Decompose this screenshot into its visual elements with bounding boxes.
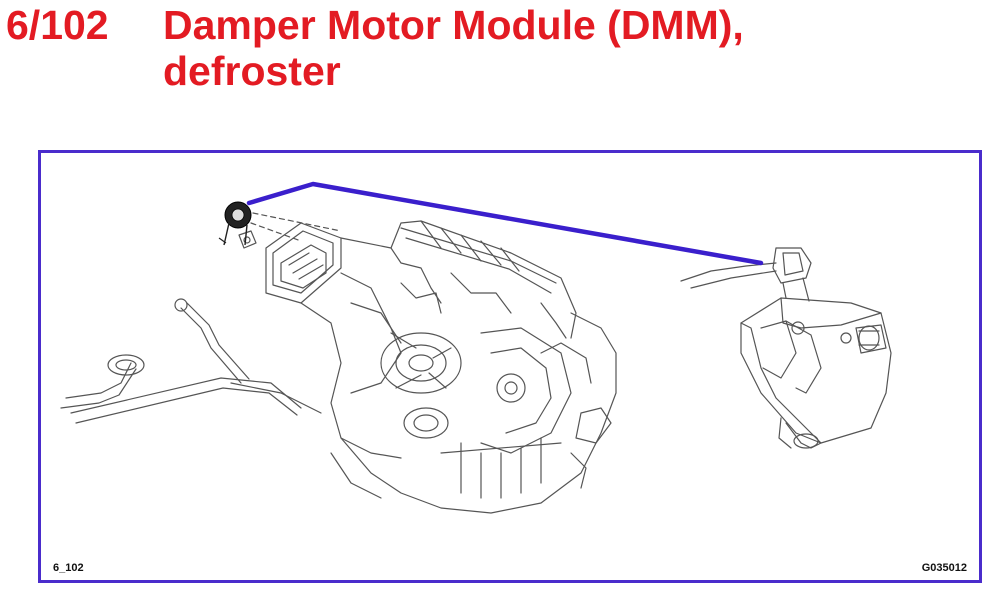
hvac-diagram [60, 181, 892, 514]
leader-line [246, 181, 764, 266]
graphic-code-label: G035012 [921, 562, 967, 574]
title-line-2: defroster [163, 48, 341, 94]
clip-part [238, 230, 257, 249]
dmm-location-marker [218, 201, 252, 246]
page-title: Damper Motor Module (DMM), defroster [163, 2, 963, 94]
damper-motor-module [680, 247, 892, 449]
title-line-1: Damper Motor Module (DMM), [163, 2, 744, 48]
section-number: 6/102 [6, 2, 109, 48]
hvac-housing [265, 220, 617, 514]
figure-frame: 6_102 G035012 [38, 150, 982, 583]
refrigerant-pipes [60, 298, 322, 424]
figure-id-label: 6_102 [53, 562, 84, 574]
